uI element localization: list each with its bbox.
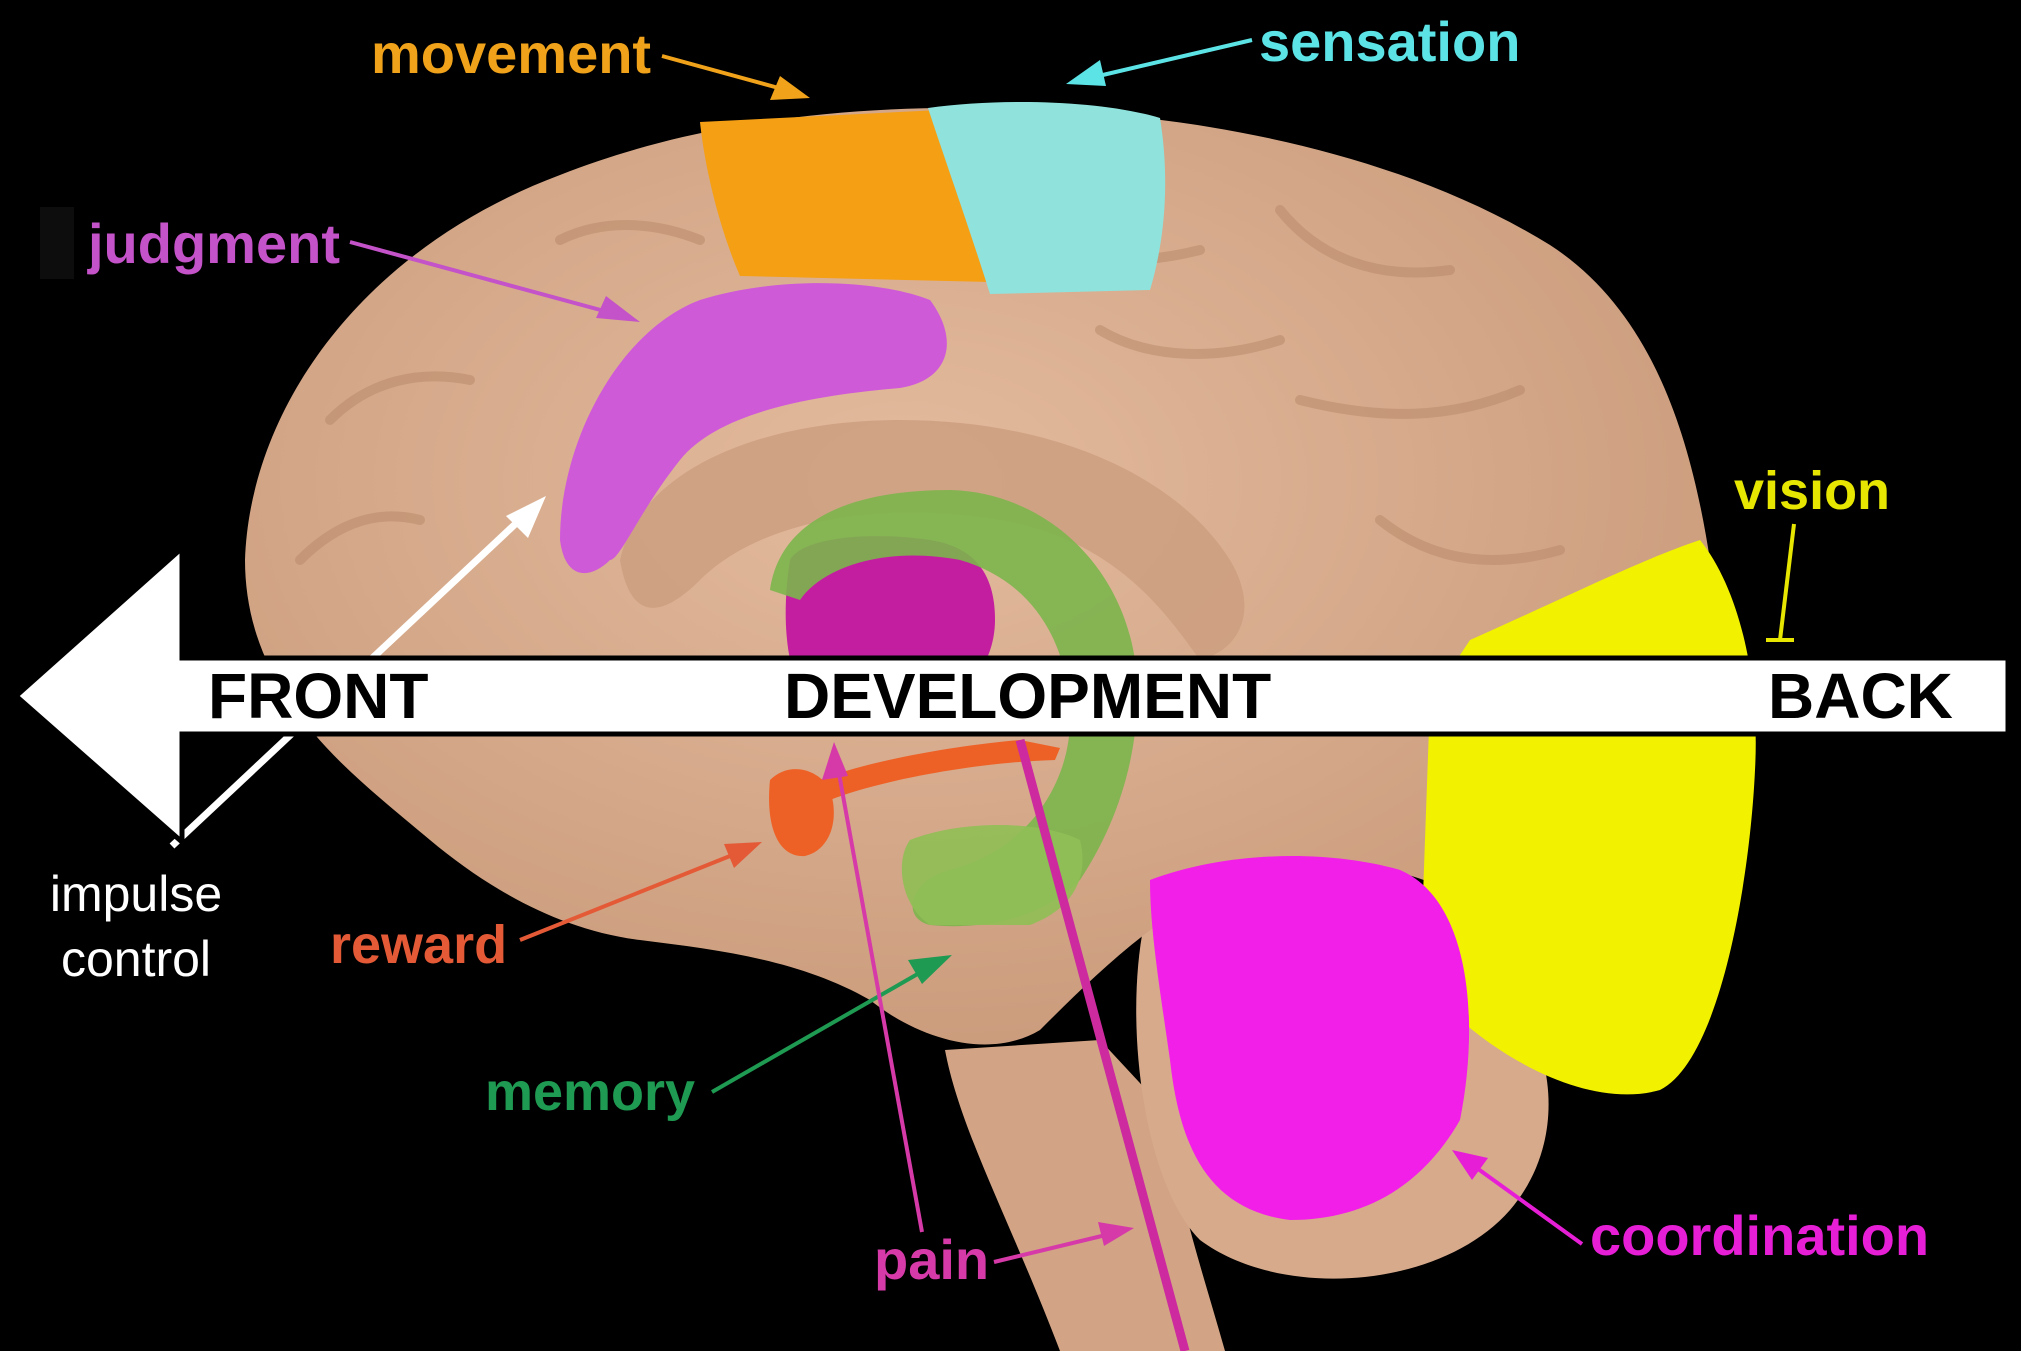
vision-pointer [1780, 524, 1794, 640]
label-sensation: sensation [1259, 14, 1520, 70]
sensation-pointer [1090, 40, 1252, 78]
label-coordination: coordination [1590, 1208, 1929, 1264]
arrow-label-front: FRONT [208, 664, 428, 728]
label-reward: reward [330, 918, 507, 972]
label-impulse-control: impulse control [0, 862, 272, 992]
label-pain: pain [874, 1232, 989, 1288]
label-vision: vision [1734, 464, 1890, 518]
movement-arrowhead [770, 76, 810, 100]
arrow-label-development: DEVELOPMENT [784, 664, 1271, 728]
label-memory: memory [485, 1065, 695, 1119]
sensation-arrowhead [1066, 60, 1106, 86]
movement-pointer [662, 56, 786, 90]
memory-pointer [712, 968, 928, 1092]
label-judgment: judgment [88, 216, 340, 272]
black-block [40, 207, 74, 279]
arrow-label-back: BACK [1768, 664, 1953, 728]
label-movement: movement [371, 26, 651, 82]
